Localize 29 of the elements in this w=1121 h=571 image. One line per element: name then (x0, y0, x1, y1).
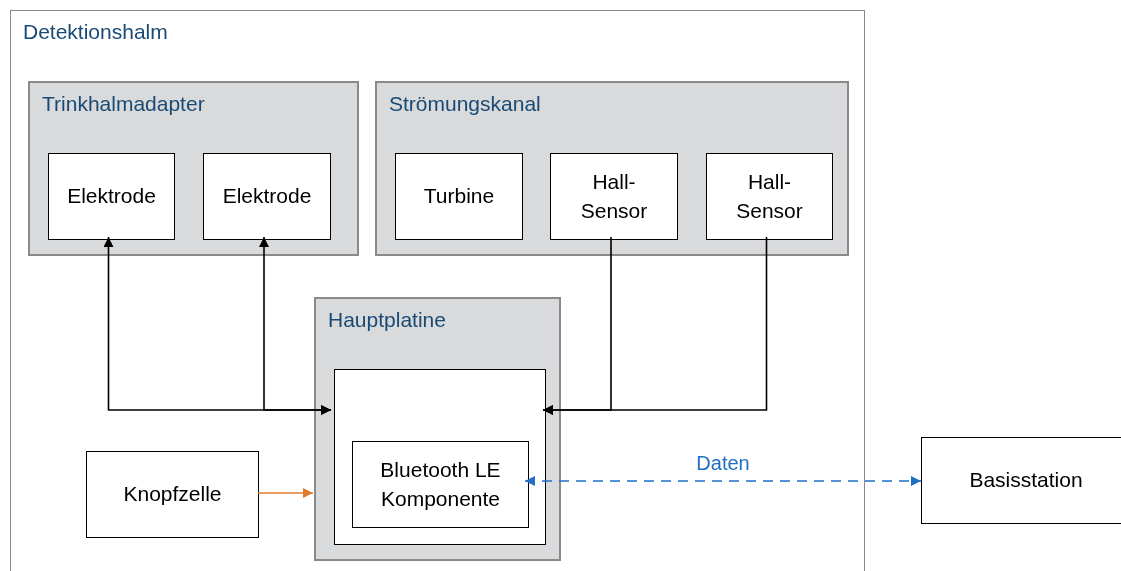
group-title: Trinkhalmadapter (42, 91, 205, 117)
node-label: Hall- Sensor (579, 169, 649, 224)
node-label: Bluetooth LE Komponente (379, 457, 502, 512)
connector-arrow (524, 476, 922, 486)
component-box (395, 153, 523, 240)
connector-arrow (542, 236, 768, 415)
group-title: Detektionshalm (23, 19, 168, 45)
connector-arrow (257, 488, 314, 498)
node-label: Knopfzelle (123, 481, 222, 508)
component-box (706, 153, 833, 240)
group-title: Hauptplatine (328, 307, 446, 333)
group-title: Strömungskanal (389, 91, 541, 117)
component-box (48, 153, 175, 240)
node-label: Elektrode (222, 183, 312, 210)
group-box (314, 297, 561, 561)
component-box (921, 437, 1121, 524)
component-box (203, 153, 331, 240)
group-box (375, 81, 849, 256)
node-label: Turbine (423, 183, 495, 210)
box-node (334, 369, 546, 545)
connector-arrow (259, 236, 332, 415)
component-box (550, 153, 678, 240)
frame-box (10, 10, 865, 571)
node-label: Hall- Sensor (735, 169, 804, 224)
node-label: Elektrode (67, 183, 156, 210)
component-box (86, 451, 259, 538)
component-box (352, 441, 529, 528)
node-label: Basisstation (969, 467, 1083, 494)
group-box (28, 81, 359, 256)
